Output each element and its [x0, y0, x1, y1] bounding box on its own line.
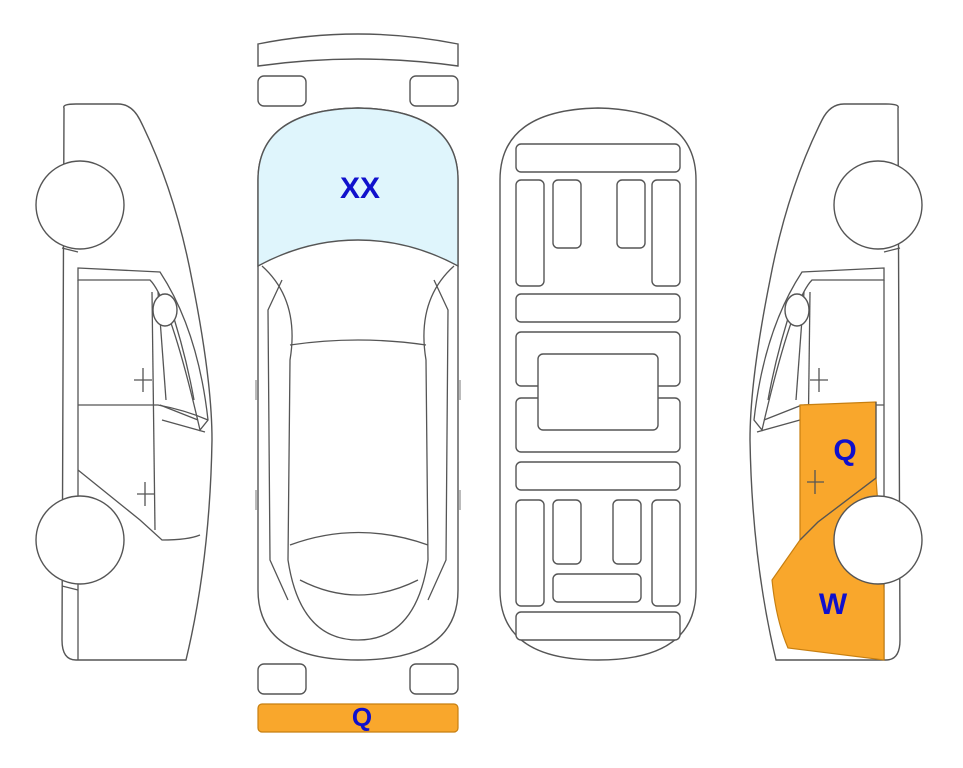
windshield-damage-label: XX — [340, 172, 380, 205]
windshield-damage-area — [257, 107, 459, 268]
rear-bumper-damage-label: Q — [352, 702, 372, 732]
right-door-damage-label: Q — [833, 434, 856, 467]
left-rear-wheel — [35, 495, 125, 585]
top-view — [255, 33, 461, 733]
left-front-wheel — [35, 160, 125, 250]
right-rear-wheel — [833, 495, 923, 585]
right-front-wheel — [833, 160, 923, 250]
right-side-view — [749, 103, 923, 661]
rear-bumper-damage-area — [257, 703, 459, 733]
left-side-view — [35, 103, 213, 661]
right-rear-quarter-damage-label: W — [819, 588, 848, 621]
underbody-view — [499, 107, 697, 661]
